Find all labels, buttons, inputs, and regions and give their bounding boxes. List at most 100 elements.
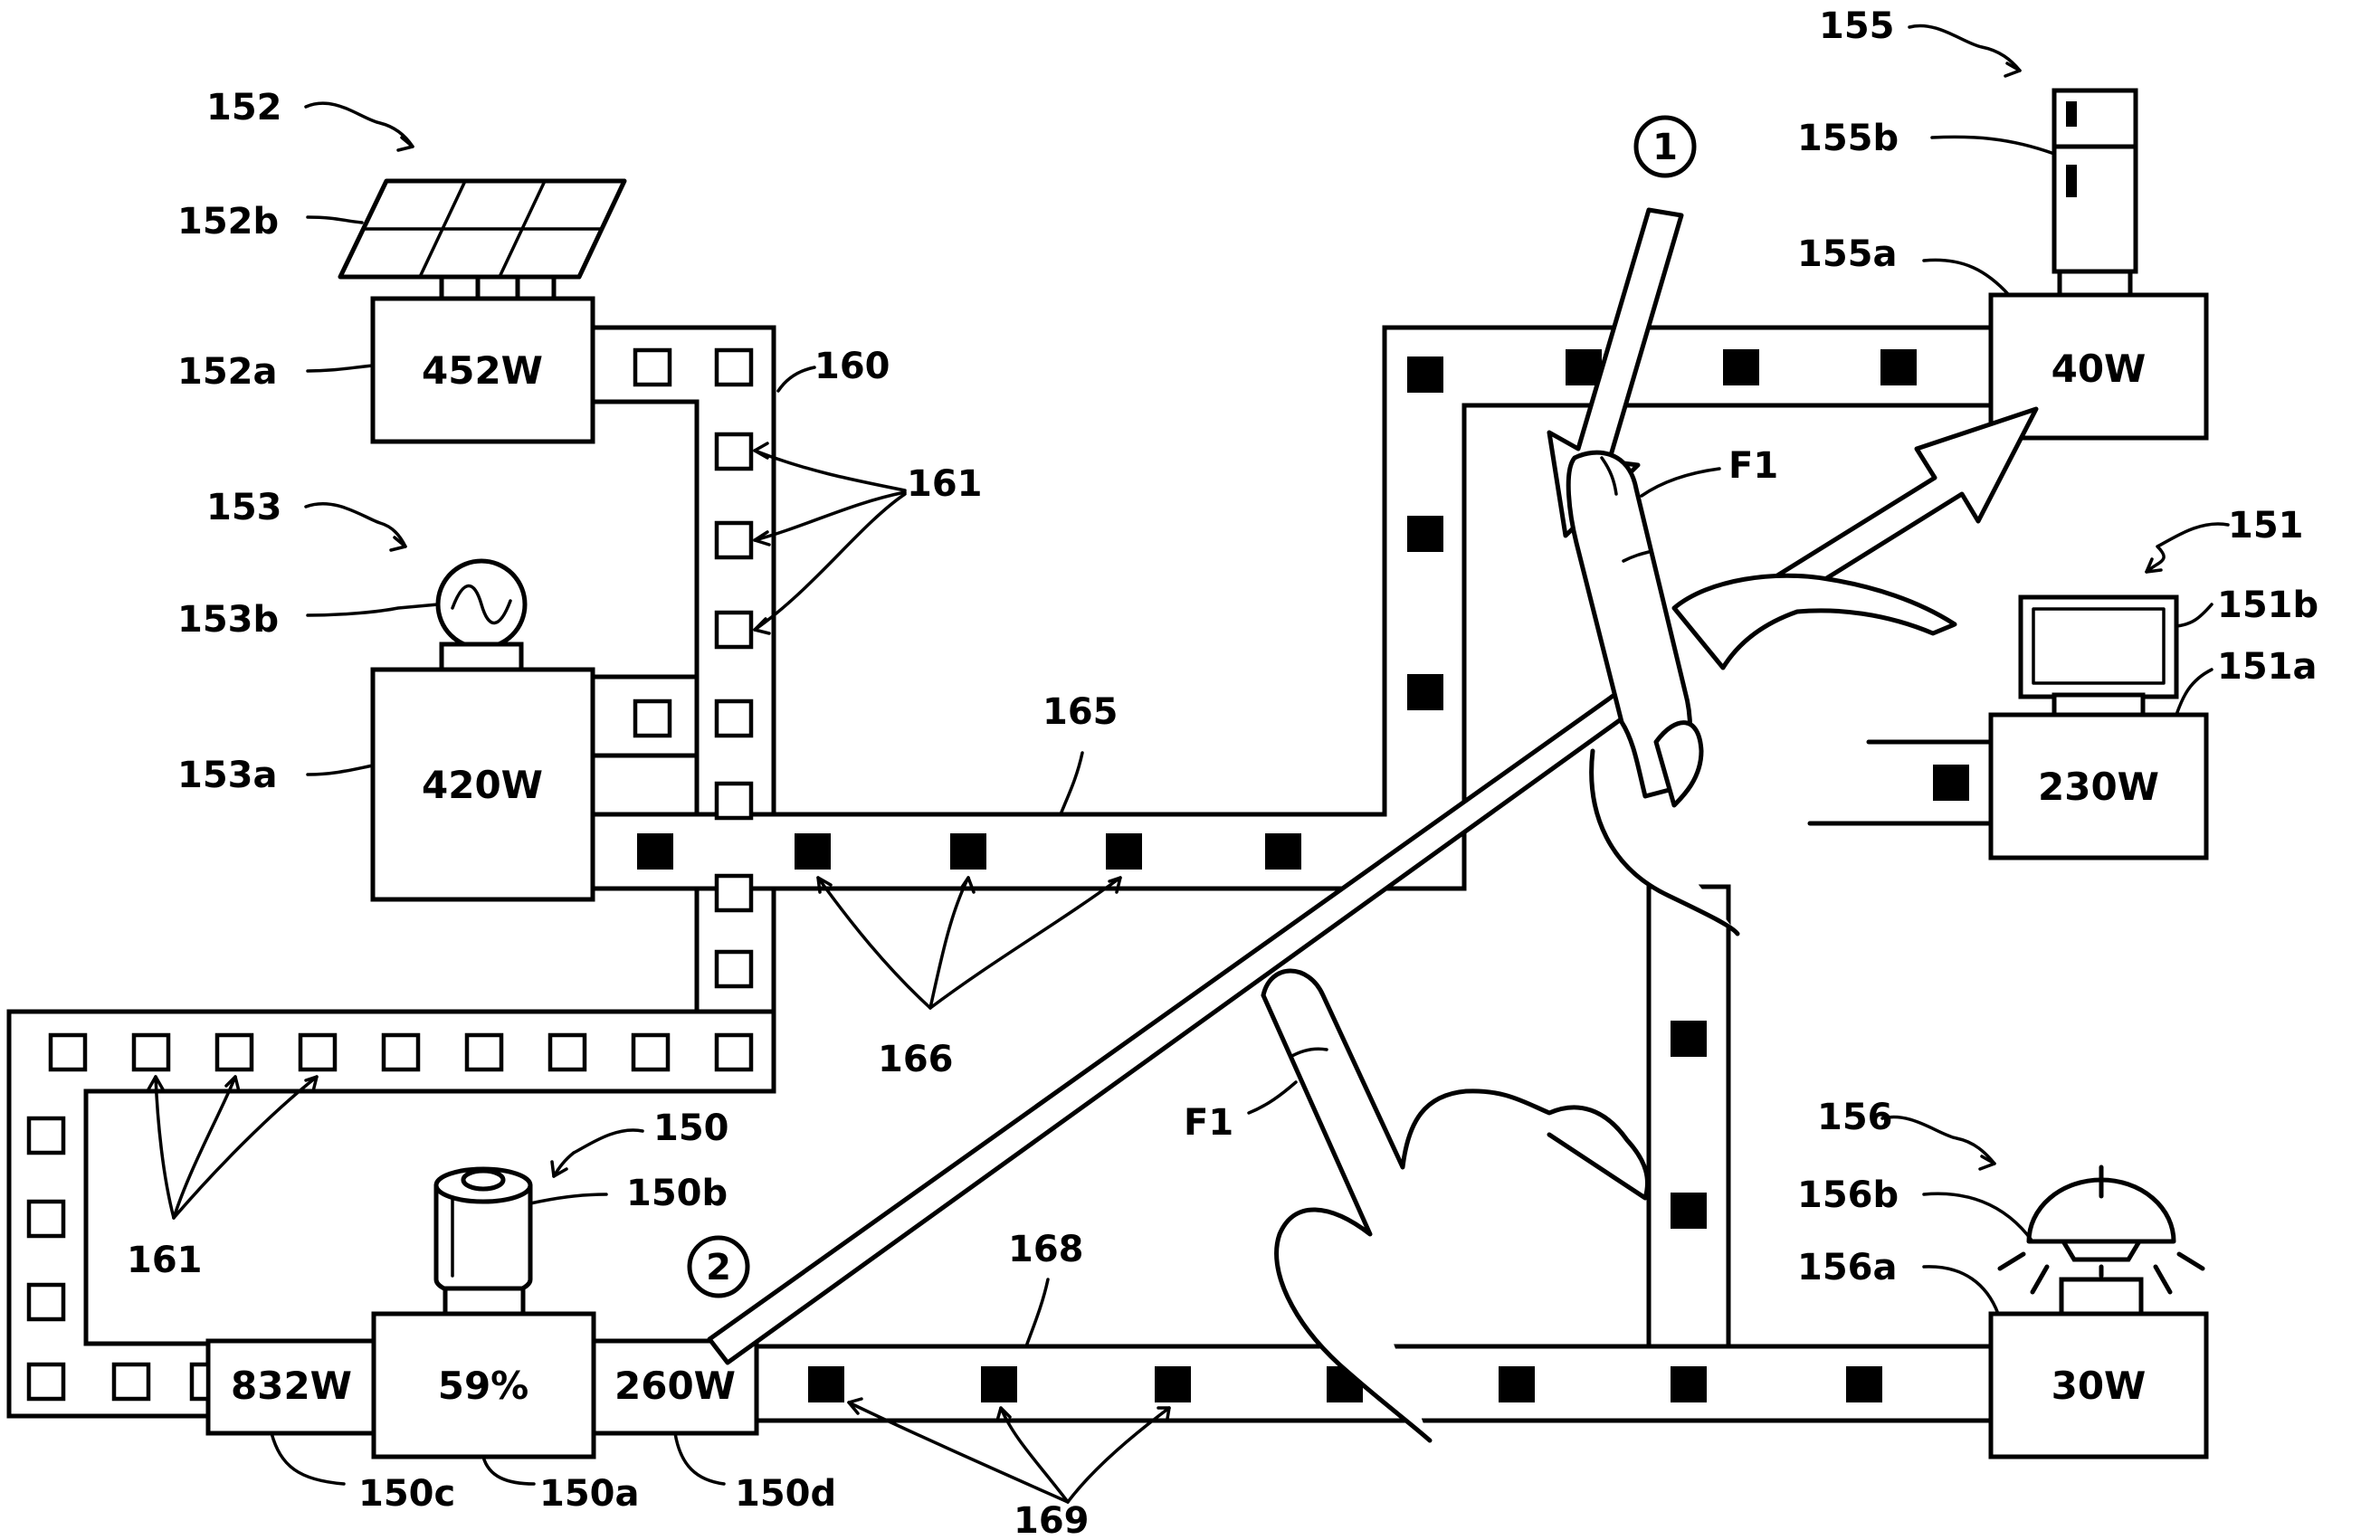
generator-unit-ref: 153a <box>177 755 278 796</box>
lamp-unit-box <box>1988 1311 2209 1459</box>
battery-left-box <box>205 1338 376 1436</box>
marker-166 <box>1723 349 1759 385</box>
supply-marker-ref-upper: 161 <box>907 463 983 505</box>
battery-right-ref: 150d <box>735 1473 836 1515</box>
power-lines <box>6 325 1994 1423</box>
lamp-ref: 156 <box>1817 1097 1893 1138</box>
generator-icon-ref: 153b <box>177 599 279 641</box>
supply-line-ref: 160 <box>814 346 890 387</box>
lamp-icon <box>1997 1165 2205 1317</box>
marker-161 <box>26 1362 66 1402</box>
marker-166 <box>950 833 986 870</box>
marker-169 <box>1671 1366 1707 1402</box>
marker-166 <box>1106 833 1142 870</box>
solar-unit-box <box>370 296 595 444</box>
marker-161 <box>214 1032 254 1072</box>
marker-161 <box>714 610 754 650</box>
middle-line-ref: 165 <box>1042 691 1119 733</box>
marker-161 <box>714 873 754 913</box>
battery-ref: 150 <box>653 1107 729 1149</box>
pc-unit-ref: 151a <box>2217 646 2318 688</box>
pc-feed-marker <box>1933 765 1969 801</box>
leader-lines <box>147 24 2230 1504</box>
marker-161 <box>189 1362 211 1402</box>
marker-169 <box>1671 1021 1707 1057</box>
marker-169 <box>808 1366 844 1402</box>
marker-166 <box>1407 674 1443 710</box>
battery-unit-ref: 150a <box>539 1473 640 1515</box>
supply-marker-ref-lower: 161 <box>127 1240 203 1281</box>
marker-169 <box>1671 1193 1707 1229</box>
battery-icon-ref: 150b <box>626 1173 728 1214</box>
bottom-line-ref: 168 <box>1008 1229 1084 1270</box>
solar-icon-ref: 152b <box>177 201 279 242</box>
fridge-value: 40W <box>2052 347 2147 391</box>
marker-169 <box>1499 1366 1535 1402</box>
pc-ref: 151 <box>2228 505 2304 547</box>
solar-value: 452W <box>422 348 543 393</box>
marker-166 <box>1880 349 1917 385</box>
marker-166 <box>1407 356 1443 393</box>
fridge-unit-ref: 155a <box>1797 233 1898 275</box>
pc-monitor-icon <box>2018 594 2179 718</box>
generator-icon <box>435 558 528 672</box>
marker-161 <box>26 1282 66 1322</box>
battery-icon <box>433 1166 533 1317</box>
step-one-marker: 1 <box>1633 115 1697 178</box>
marker-161 <box>633 347 672 387</box>
solar-panel-icon <box>338 178 627 301</box>
step-two-marker: 2 <box>687 1235 750 1298</box>
marker-161 <box>714 520 754 560</box>
marker-161 <box>714 432 754 471</box>
lamp-icon-ref: 156b <box>1797 1174 1899 1216</box>
power-values: 452W 420W 40W 230W 30W 59% 832W 260W <box>231 347 2159 1408</box>
marker-161 <box>547 1032 587 1072</box>
marker-166 <box>795 833 831 870</box>
battery-left-ref: 150c <box>358 1473 455 1515</box>
upper-hand <box>1566 450 1957 936</box>
marker-161 <box>631 1032 671 1072</box>
pc-unit-box <box>1988 712 2209 860</box>
marker-161 <box>298 1032 338 1072</box>
marker-166 <box>1265 833 1301 870</box>
battery-value: 59% <box>438 1364 529 1408</box>
fridge-icon-ref: 155b <box>1797 118 1899 159</box>
marker-169 <box>981 1366 1017 1402</box>
lamp-value: 30W <box>2052 1364 2147 1408</box>
marker-161 <box>714 1032 754 1072</box>
battery-right-value: 260W <box>614 1364 736 1408</box>
marker-161 <box>464 1032 504 1072</box>
generator-unit-box <box>370 667 595 902</box>
marker-166 <box>637 833 673 870</box>
pen-stroke-two <box>707 683 1642 1365</box>
marker-161 <box>633 699 672 738</box>
marker-161 <box>714 347 754 387</box>
lamp-unit-ref: 156a <box>1797 1247 1898 1288</box>
marker-161 <box>714 949 754 989</box>
finger-label-upper: F1 <box>1728 445 1778 487</box>
generator-value: 420W <box>422 763 543 807</box>
marker-161 <box>48 1032 88 1072</box>
step-one-label: 1 <box>1652 127 1678 168</box>
solar-unit-ref: 152a <box>177 351 278 393</box>
marker-161 <box>714 699 754 738</box>
pc-value: 230W <box>2038 765 2159 809</box>
bottom-line-riser <box>1646 884 1731 1349</box>
marker-169 <box>1846 1366 1882 1402</box>
marker-161 <box>714 781 754 821</box>
fridge-ref: 155 <box>1819 5 1895 47</box>
middle-marker-ref: 166 <box>878 1039 954 1080</box>
consumer-markers <box>637 349 1917 1402</box>
battery-left-value: 832W <box>231 1364 352 1408</box>
lower-hand <box>1261 968 1650 1443</box>
solar-ref: 152 <box>206 87 282 128</box>
finger-label-lower: F1 <box>1184 1102 1233 1144</box>
marker-161 <box>26 1199 66 1239</box>
marker-166 <box>1566 349 1602 385</box>
bottom-marker-ref: 169 <box>1014 1500 1090 1540</box>
marker-169 <box>1155 1366 1191 1402</box>
pc-icon-ref: 151b <box>2217 585 2318 626</box>
marker-161 <box>26 1116 66 1155</box>
fridge-icon <box>2052 88 2138 298</box>
